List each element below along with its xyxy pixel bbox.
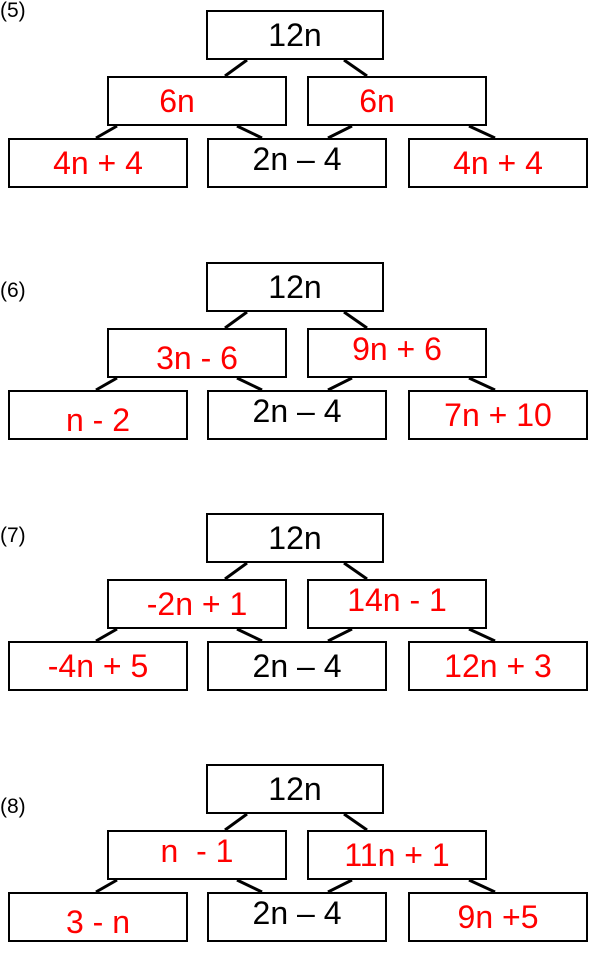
bottom-left-box: n - 2	[8, 390, 188, 440]
middle-left-box: n - 1	[107, 830, 287, 880]
bottom-right-box: 7n + 10	[408, 390, 588, 440]
puzzle-label: (8)	[0, 795, 26, 818]
bottom-left-box: 4n + 4	[8, 138, 188, 188]
bottom-middle-box: 2n – 4	[207, 138, 387, 188]
bottom-right-box: 12n + 3	[408, 641, 588, 691]
top-box: 12n	[206, 262, 384, 312]
middle-right-box: 6n	[307, 76, 487, 126]
puzzle-label: (6)	[0, 279, 26, 302]
bottom-left-box: 3 - n	[8, 892, 188, 942]
bottom-right-box: 9n +5	[408, 892, 588, 942]
bottom-middle-box: 2n – 4	[207, 892, 387, 942]
puzzle-6: (6) 12n 3n - 6 9n + 6 n - 2 2n – 4 7n + …	[0, 252, 595, 452]
puzzle-7: (7) 12n -2n + 1 14n - 1 -4n + 5 2n – 4 1…	[0, 503, 595, 703]
puzzle-label: (5)	[0, 0, 26, 22]
top-box: 12n	[206, 10, 384, 60]
middle-right-box: 14n - 1	[307, 579, 487, 629]
bottom-right-box: 4n + 4	[408, 138, 588, 188]
puzzle-5: (5) 12n 6n 6n 4n + 4 2n – 4 4n + 4	[0, 0, 595, 200]
top-box: 12n	[206, 513, 384, 563]
middle-right-box: 11n + 1	[307, 830, 487, 880]
middle-left-box: 6n	[107, 76, 287, 126]
puzzle-label: (7)	[0, 524, 26, 547]
middle-left-box: -2n + 1	[107, 579, 287, 629]
middle-right-box: 9n + 6	[307, 328, 487, 378]
bottom-middle-box: 2n – 4	[207, 390, 387, 440]
middle-left-box: 3n - 6	[107, 328, 287, 378]
puzzle-8: (8) 12n n - 1 11n + 1 3 - n 2n – 4 9n +5	[0, 754, 595, 954]
bottom-middle-box: 2n – 4	[207, 641, 387, 691]
bottom-left-box: -4n + 5	[8, 641, 188, 691]
top-box: 12n	[206, 764, 384, 814]
